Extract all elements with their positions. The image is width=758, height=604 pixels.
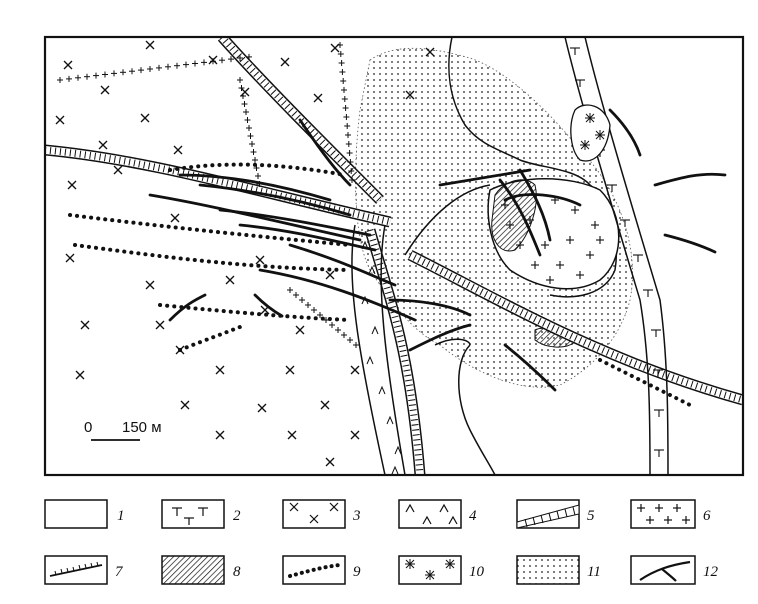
tick-dyke [564, 37, 669, 475]
legend-item-1: 1 [44, 499, 125, 529]
dotted-lines [68, 162, 692, 407]
map-area [45, 37, 743, 475]
legend-item-4: 4 [398, 499, 477, 529]
legend-number: 7 [115, 564, 124, 580]
legend-number: 9 [353, 564, 361, 580]
legend-item-6: 6 [630, 499, 711, 529]
legend-swatch-ticks [161, 499, 225, 529]
scale-zero: 0 [84, 419, 92, 436]
map-frame [43, 35, 745, 477]
legend: 1 2 3 4 [44, 499, 719, 585]
dykes [45, 37, 743, 475]
legend-number: 2 [233, 508, 241, 524]
legend-item-11: 11 [516, 555, 601, 585]
legend-swatch-crosses [282, 499, 346, 529]
legend-item-10: 10 [398, 555, 485, 585]
legend-item-8: 8 [161, 555, 241, 585]
legend-number: 1 [117, 508, 125, 524]
legend-swatch-dense-hatch [161, 555, 225, 585]
scale-distance: 150 м [122, 419, 162, 436]
legend-item-12: 12 [630, 555, 719, 585]
asterisk-body [570, 104, 611, 162]
faults [148, 108, 727, 392]
legend-number: 10 [469, 564, 485, 580]
legend-number: 8 [233, 564, 241, 580]
plus-boundary [57, 42, 359, 348]
legend-number: 4 [469, 508, 477, 524]
asterisk-signs [580, 113, 605, 150]
legend-item-3: 3 [282, 499, 361, 529]
legend-number: 12 [703, 564, 719, 580]
scale-bar: 0 150 м [84, 419, 162, 441]
legend-number: 6 [703, 508, 711, 524]
legend-swatch-plus [630, 499, 696, 529]
legend-swatch-fine-dots [516, 555, 580, 585]
legend-swatch-carets [398, 499, 462, 529]
legend-item-5: 5 [516, 499, 595, 529]
caret-dyke [351, 224, 406, 475]
legend-item-7: 7 [44, 555, 124, 585]
legend-item-2: 2 [161, 499, 241, 529]
legend-item-9: 9 [282, 555, 361, 585]
legend-number: 3 [352, 508, 361, 524]
contact-lines [404, 37, 617, 475]
legend-swatch-blank [44, 499, 108, 529]
legend-number: 11 [587, 564, 601, 580]
hatched-ore-body [491, 179, 537, 252]
legend-number: 5 [587, 508, 595, 524]
